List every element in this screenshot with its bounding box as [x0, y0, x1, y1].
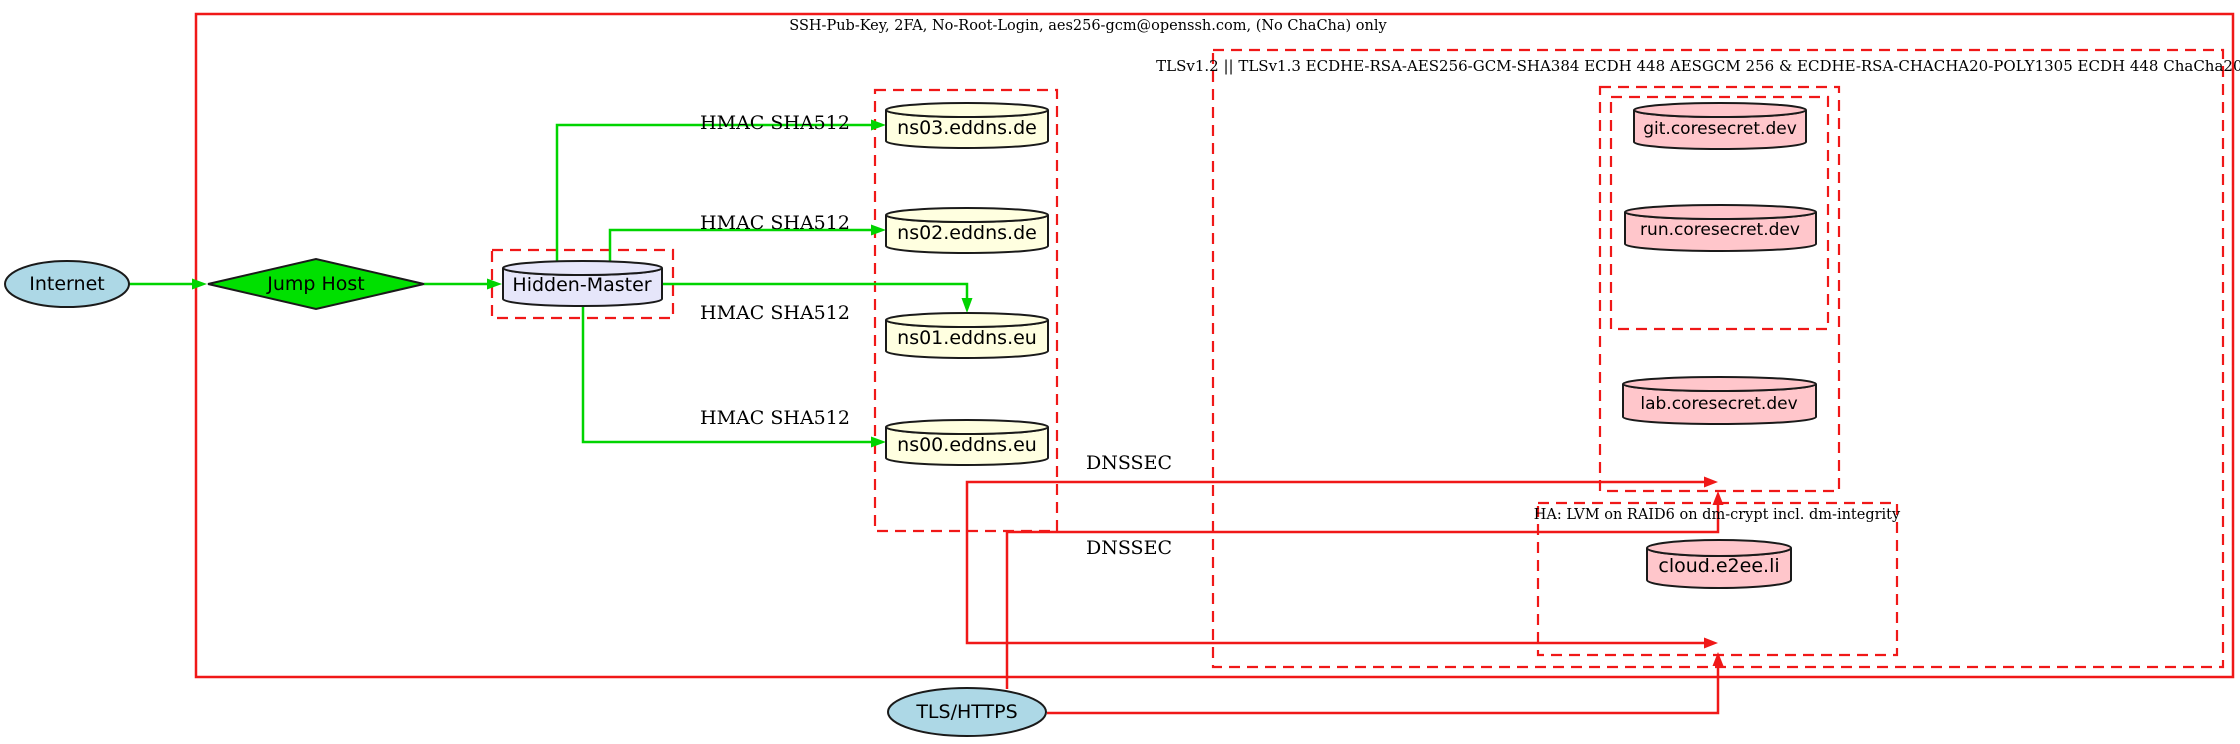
git-cylinder-top: [1633, 102, 1807, 118]
node-label-run: run.coresecret.dev: [1640, 220, 1800, 240]
internet-node: [4, 260, 130, 308]
node-label-tls-https: TLS/HTTPS: [916, 701, 1018, 723]
edge-tls-ha: [1047, 666, 1720, 715]
nameserver-cluster-box: [873, 88, 1059, 533]
ha-cluster-label: HA: LVM on RAID6 on dm-crypt incl. dm-in…: [1533, 507, 1901, 523]
node-label-ns03: ns03.eddns.de: [897, 117, 1037, 139]
lab-cylinder-top: [1622, 376, 1817, 392]
arrowhead-ns03: [871, 119, 886, 131]
ns03-cylinder-top: [885, 102, 1049, 118]
arrowhead-dnssec-lower: [1704, 637, 1718, 649]
node-label-git: git.coresecret.dev: [1643, 119, 1797, 139]
edge-label-hmac-ns03: HMAC SHA512: [700, 112, 850, 134]
edge-hm-ns02: [608, 228, 872, 261]
ssh-cluster-box: [194, 12, 2235, 679]
node-label-jump-host: Jump Host: [267, 273, 365, 295]
edge-label-hmac-ns02: HMAC SHA512: [700, 212, 850, 234]
arrowhead-hiddenmaster: [487, 278, 502, 290]
edge-hm-ns01: [662, 282, 969, 299]
jump-host-node: [207, 257, 425, 311]
arrowhead-ns01: [961, 298, 973, 313]
ns01-cylinder-top: [885, 312, 1049, 328]
edge-label-hmac-ns01: HMAC SHA512: [700, 302, 850, 324]
edge-tls-coresecret: [1005, 505, 1720, 689]
ssh-cluster-label: SSH-Pub-Key, 2FA, No-Root-Login, aes256-…: [789, 18, 1387, 34]
ns00-cylinder-top: [885, 419, 1049, 435]
node-label-ns02: ns02.eddns.de: [897, 222, 1037, 244]
edge-label-hmac-ns00: HMAC SHA512: [700, 407, 850, 429]
edge-dnssec-paths: [965, 480, 1704, 645]
edge-hm-ns00: [581, 305, 872, 444]
run-cylinder-top: [1624, 204, 1817, 220]
node-label-hidden-master: Hidden-Master: [512, 274, 652, 296]
tls-https-node: [887, 687, 1047, 737]
node-label-internet: Internet: [29, 273, 105, 295]
edge-label-dnssec-2: DNSSEC: [1086, 537, 1172, 559]
node-label-lab: lab.coresecret.dev: [1640, 394, 1798, 414]
hidden-master-box: [490, 248, 675, 320]
hidden-master-cylinder-top: [502, 260, 663, 276]
node-label-cloud: cloud.e2ee.li: [1658, 555, 1780, 577]
arrowhead-ha: [1712, 652, 1724, 666]
arrowhead-jumphost: [192, 278, 207, 290]
arrowhead-ns00: [871, 436, 886, 448]
arrowhead-ns02: [871, 224, 886, 236]
node-label-ns00: ns00.eddns.eu: [897, 434, 1037, 456]
ns02-cylinder-top: [885, 207, 1049, 223]
arrowhead-dnssec-upper: [1704, 476, 1718, 488]
tls-cluster-label: TLSv1.2 || TLSv1.3 ECDHE-RSA-AES256-GCM-…: [1156, 57, 2240, 75]
node-label-ns01: ns01.eddns.eu: [897, 327, 1037, 349]
edge-hm-ns03: [555, 123, 872, 261]
gitrun-cluster-box: [1609, 95, 1830, 331]
edge-label-dnssec-1: DNSSEC: [1086, 452, 1172, 474]
coresecret-cluster-box: [1598, 85, 1841, 493]
arrowhead-coresecret: [1712, 491, 1724, 505]
cloud-cylinder-top: [1646, 539, 1792, 557]
